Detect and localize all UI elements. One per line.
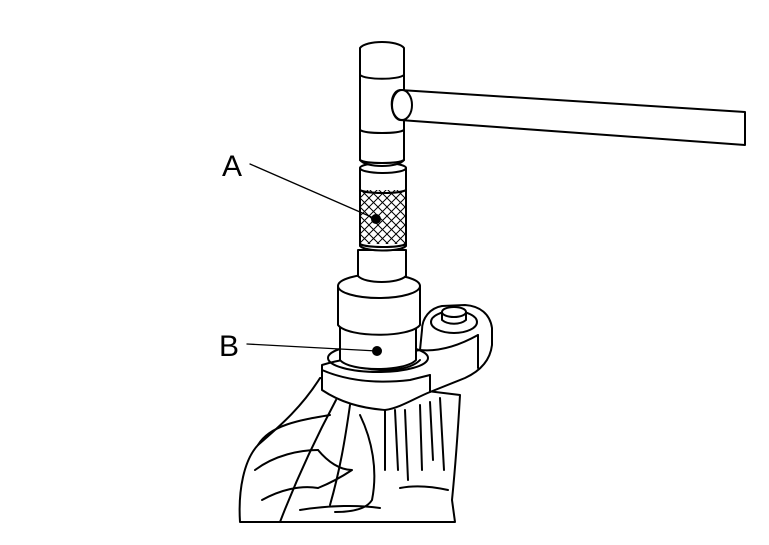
callout-b: B bbox=[219, 330, 382, 363]
ratchet-handle bbox=[390, 89, 746, 146]
callout-label-b: B bbox=[219, 330, 239, 363]
transmission-housing bbox=[238, 377, 461, 523]
leader-line-a bbox=[249, 163, 377, 220]
installer-tool-body bbox=[337, 249, 421, 370]
callout-dot-a bbox=[371, 214, 381, 224]
leader-line-b bbox=[246, 343, 378, 352]
callout-label-a: A bbox=[222, 150, 242, 183]
callout-dot-b bbox=[372, 346, 382, 356]
ratchet-head bbox=[359, 41, 405, 167]
callout-a: A bbox=[222, 150, 381, 224]
extension-bar bbox=[359, 162, 407, 252]
